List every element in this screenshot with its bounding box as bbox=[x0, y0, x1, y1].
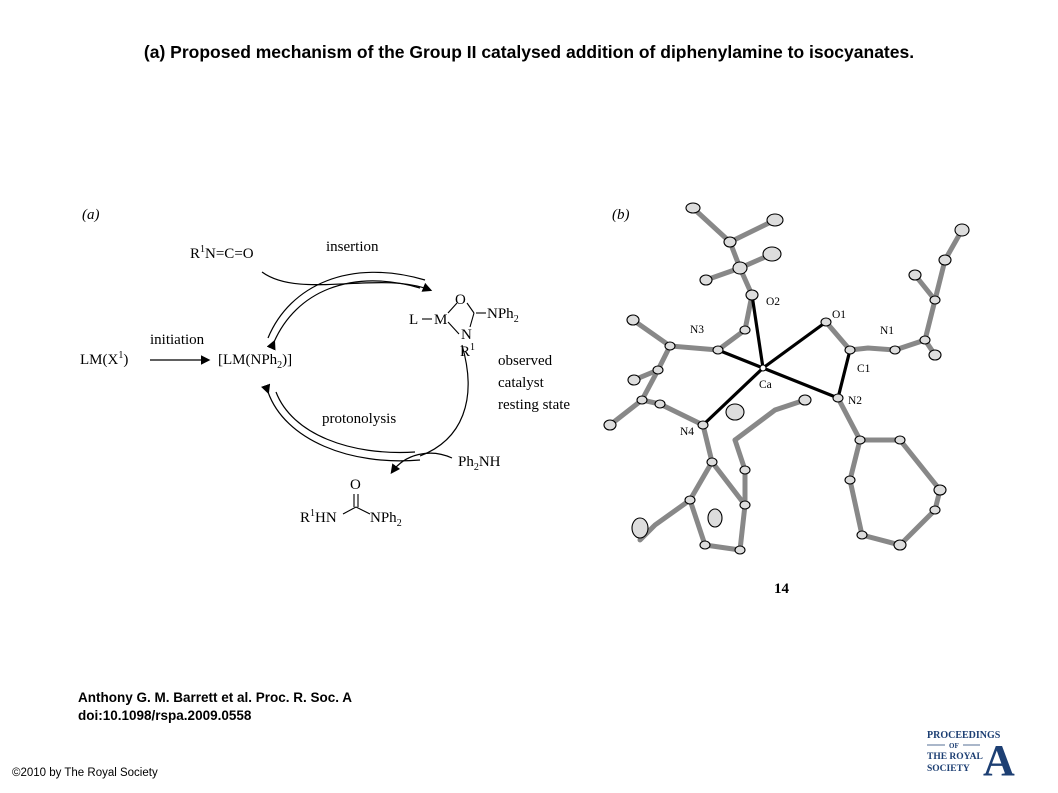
panel-b: (b) bbox=[603, 202, 970, 597]
atom-label-o1: O1 bbox=[832, 309, 846, 321]
isocyanate-label: R1N=C=O bbox=[190, 244, 254, 262]
cycle-arc-upper-inner bbox=[266, 280, 421, 351]
protonolysis-arrow bbox=[390, 452, 453, 474]
svg-text:NPh2: NPh2 bbox=[370, 510, 402, 529]
svg-text:R1: R1 bbox=[460, 342, 475, 360]
atom-label-n2: N2 bbox=[848, 395, 862, 407]
crystal-structure-ca-bonds bbox=[701, 293, 852, 427]
precatalyst-label: LM(X1) bbox=[80, 350, 128, 368]
svg-text:M: M bbox=[434, 312, 447, 328]
atom-label-o2: O2 bbox=[766, 296, 780, 308]
crystal-structure-atoms bbox=[603, 202, 970, 555]
initiation-label: initiation bbox=[150, 332, 205, 348]
cycle-arc-upper-outer bbox=[267, 271, 426, 339]
atom-label-n1: N1 bbox=[880, 325, 894, 337]
svg-text:PROCEEDINGS: PROCEEDINGS bbox=[927, 730, 1001, 741]
atom-label-c1: C1 bbox=[857, 363, 871, 375]
insertion-arrow bbox=[261, 271, 433, 292]
page-title: (a) Proposed mechanism of the Group II c… bbox=[143, 42, 915, 62]
copyright: ©2010 by The Royal Society bbox=[12, 767, 158, 779]
atom-label-n3: N3 bbox=[690, 324, 704, 336]
svg-text:OF: OF bbox=[949, 742, 959, 750]
protonolysis-label: protonolysis bbox=[322, 411, 396, 427]
urea-product: O R1HN NPh2 bbox=[300, 477, 402, 529]
svg-text:O: O bbox=[455, 292, 466, 308]
svg-text:O: O bbox=[350, 477, 361, 493]
citation: Anthony G. M. Barrett et al. Proc. R. So… bbox=[78, 689, 352, 725]
resting-state-line2: catalyst bbox=[498, 375, 545, 391]
svg-text:THE ROYAL: THE ROYAL bbox=[927, 752, 983, 762]
atom-label-ca: Ca bbox=[759, 379, 772, 391]
active-species-label: [LM(NPh2)] bbox=[218, 352, 292, 371]
svg-text:SOCIETY: SOCIETY bbox=[927, 764, 970, 774]
cycle-arc-lower-outer bbox=[261, 383, 421, 462]
panel-a-label: (a) bbox=[82, 207, 100, 223]
crystal-structure-bonds bbox=[607, 205, 965, 553]
panel-a: (a) R1N=C=O insertion LM(X1) initiation … bbox=[80, 207, 570, 529]
panel-b-label: (b) bbox=[612, 207, 630, 223]
cycle-arc-right bbox=[419, 344, 469, 457]
insertion-label: insertion bbox=[326, 239, 379, 255]
journal-logo: PROCEEDINGS OF THE ROYAL SOCIETY A bbox=[927, 730, 1015, 779]
citation-authors: Anthony G. M. Barrett et al. Proc. R. So… bbox=[78, 690, 353, 705]
svg-text:L: L bbox=[409, 312, 418, 328]
citation-doi: doi:10.1098/rspa.2009.0558 bbox=[78, 708, 252, 723]
svg-text:N: N bbox=[461, 327, 472, 343]
intermediate-metallacycle: L M O N NPh2 R1 bbox=[409, 292, 519, 360]
atom-label-n4: N4 bbox=[680, 426, 694, 438]
svg-text:NPh2: NPh2 bbox=[487, 306, 519, 325]
svg-text:R1HN: R1HN bbox=[300, 508, 337, 526]
cycle-arc-lower-inner bbox=[275, 391, 416, 454]
resting-state-line1: observed bbox=[498, 353, 553, 369]
resting-state-line3: resting state bbox=[498, 397, 570, 413]
amine-label: Ph2NH bbox=[458, 454, 501, 473]
compound-number: 14 bbox=[774, 581, 790, 597]
svg-text:A: A bbox=[983, 736, 1015, 779]
